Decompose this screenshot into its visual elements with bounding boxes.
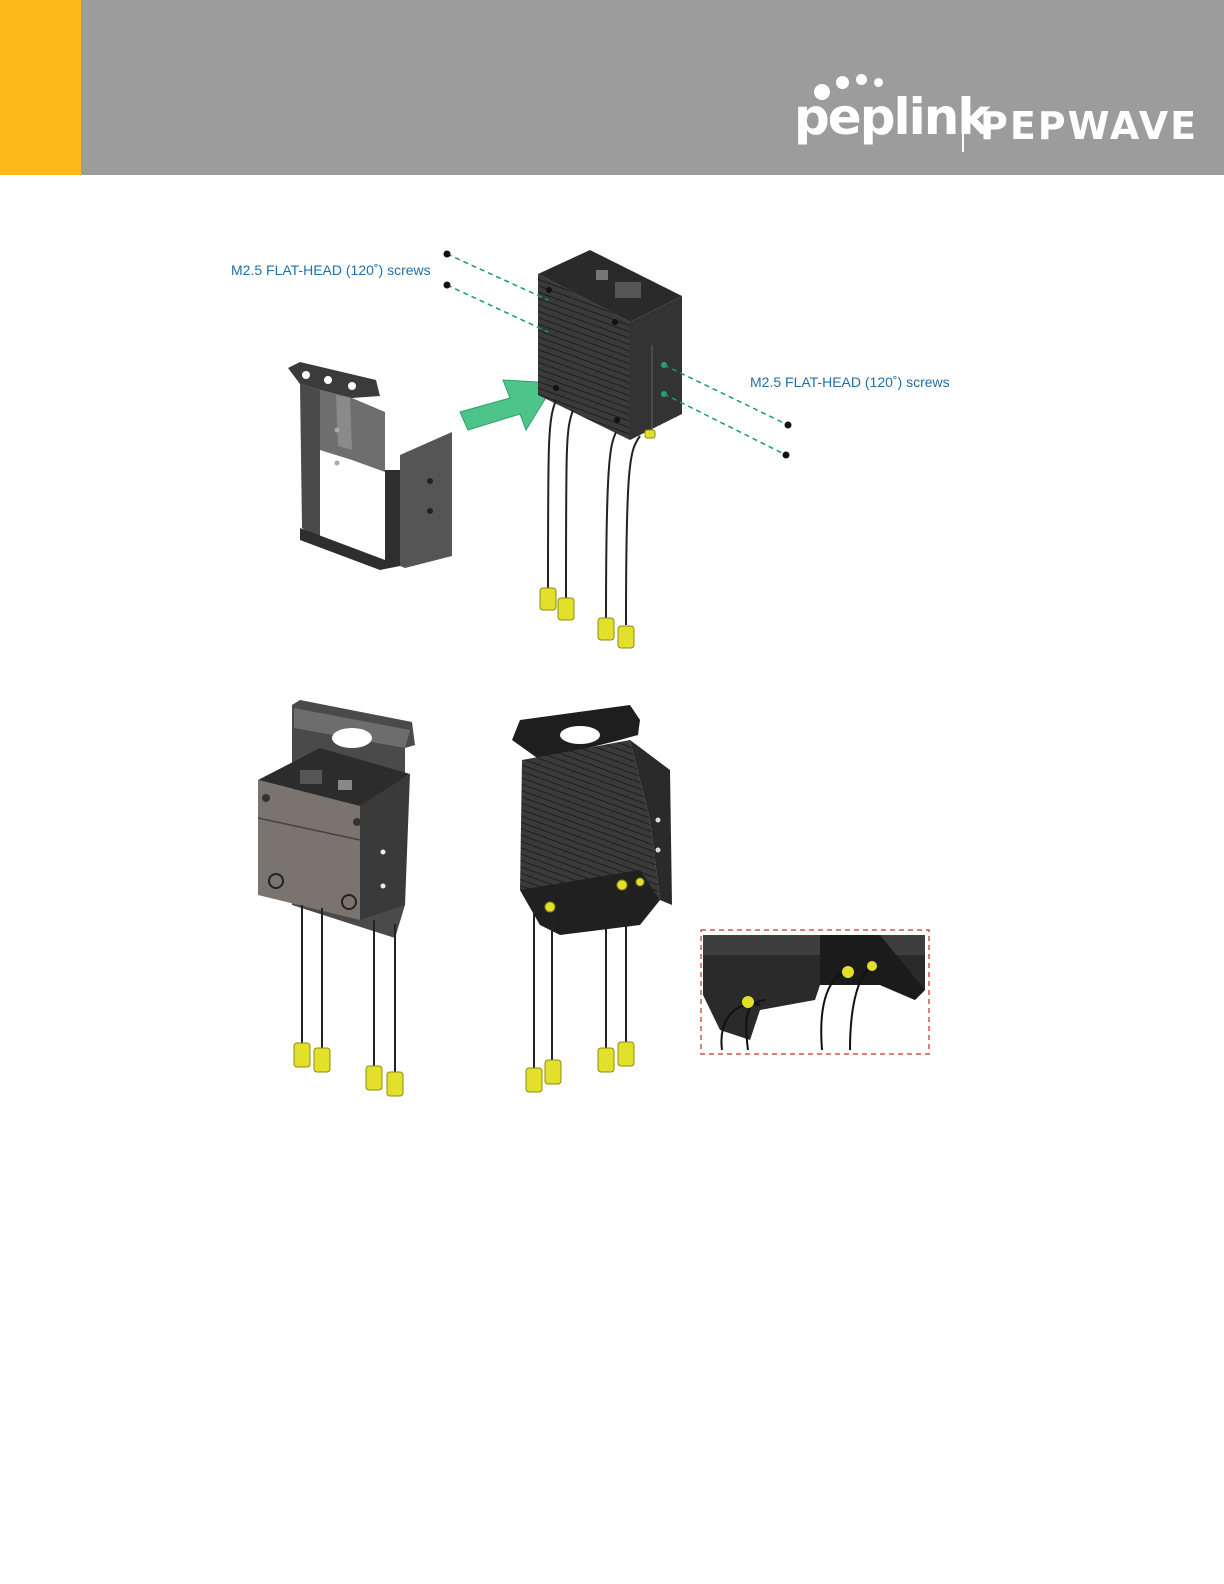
router-device bbox=[538, 250, 682, 440]
assembled-front-view bbox=[258, 700, 415, 938]
sma-connectors-bottom-left bbox=[294, 1043, 403, 1096]
assembled-back-view bbox=[512, 705, 672, 935]
sma-connectors-top bbox=[540, 430, 655, 648]
mounting-bracket bbox=[288, 362, 452, 570]
detail-inset bbox=[701, 930, 929, 1054]
